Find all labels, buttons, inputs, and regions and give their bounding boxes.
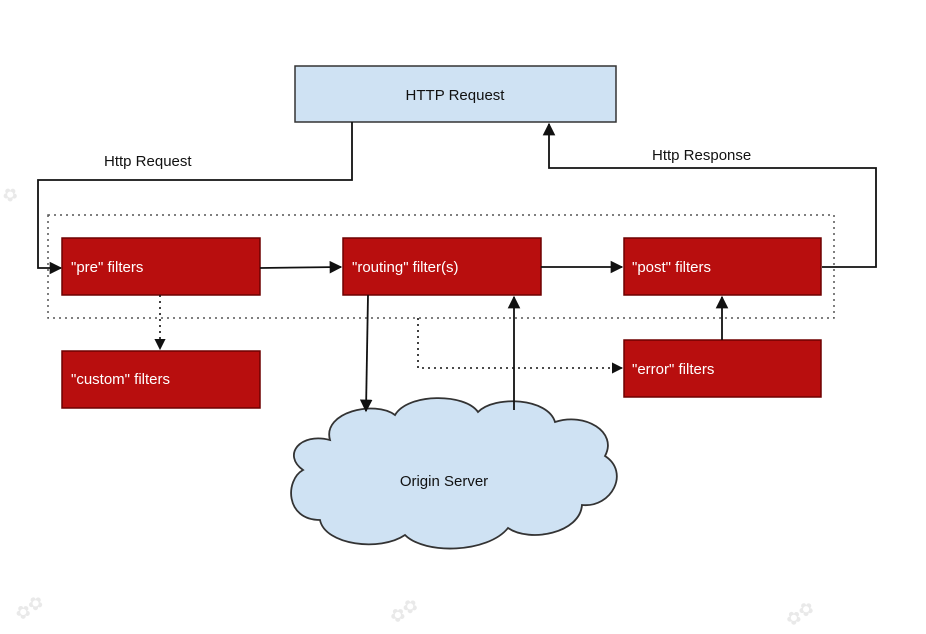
request-to-pre-edge xyxy=(37,122,353,275)
to-error-edge xyxy=(417,318,624,374)
error-filters-box xyxy=(623,339,822,398)
watermark-bottom-right: ✿✿ xyxy=(782,597,819,632)
watermark-bottom-center: ✿✿ xyxy=(386,594,423,629)
http-request-box xyxy=(294,65,617,123)
origin-server-label: Origin Server xyxy=(400,473,488,490)
routing-filters-node: "routing" filter(s) xyxy=(342,237,542,296)
post-to-response-edge xyxy=(542,122,877,268)
post-filters-box xyxy=(623,237,822,296)
watermark-left-top: ✿ xyxy=(0,182,23,208)
routing-to-origin-edge xyxy=(359,294,373,413)
pre-filters-box xyxy=(61,237,261,296)
post-filters-node: "post" filters xyxy=(623,237,822,296)
origin-server-cloud xyxy=(290,397,618,550)
origin-server-node: Origin Server xyxy=(290,397,618,550)
http-request-node: HTTP Request xyxy=(294,65,617,123)
custom-filters-label: "custom" filters xyxy=(71,371,170,388)
custom-filters-box xyxy=(61,350,261,409)
watermark-bottom-left: ✿✿ xyxy=(11,591,48,626)
routing-filters-label: "routing" filter(s) xyxy=(352,259,459,276)
http-request-label: HTTP Request xyxy=(406,87,506,104)
error-filters-node: "error" filters xyxy=(623,339,822,398)
response-edge-label: Http Response xyxy=(652,147,751,164)
error-filters-label: "error" filters xyxy=(632,361,714,378)
request-edge-label: Http Request xyxy=(104,153,192,170)
pre-filters-label: "pre" filters xyxy=(71,259,143,276)
routing-filters-box xyxy=(342,237,542,296)
custom-filters-node: "custom" filters xyxy=(61,350,261,409)
post-filters-label: "post" filters xyxy=(632,259,711,276)
pre-to-routing-edge xyxy=(259,260,343,274)
pre-filters-node: "pre" filters xyxy=(61,237,261,296)
